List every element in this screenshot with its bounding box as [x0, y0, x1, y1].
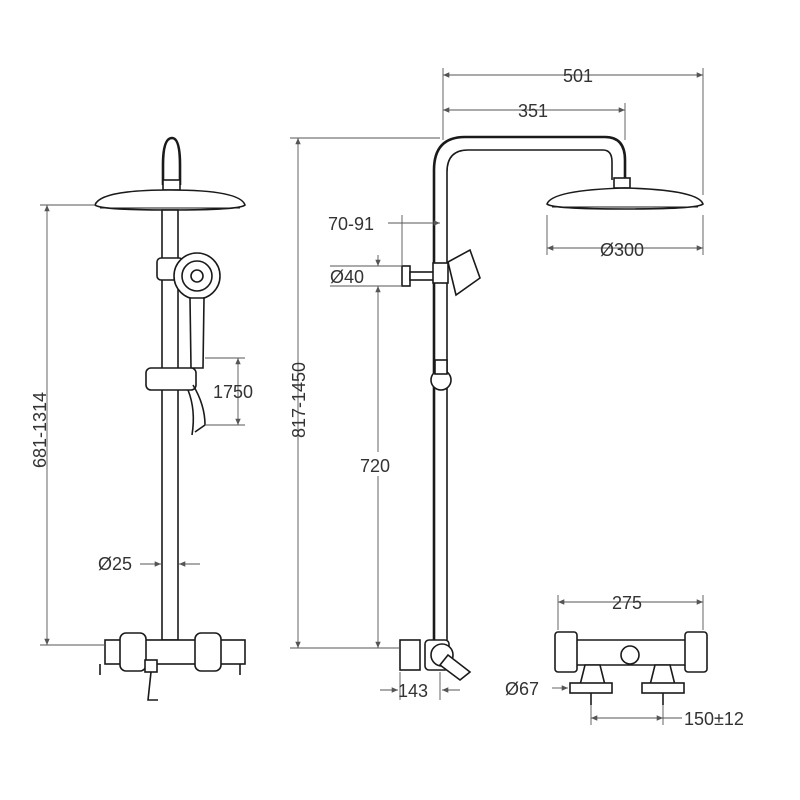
mixer-dimensions: 275 Ø67 150±12 [505, 593, 744, 729]
dim-wall-offset: 70-91 [328, 214, 374, 234]
side-view [399, 135, 704, 682]
dim-mixer-depth: 143 [398, 681, 428, 701]
bracket-clamp [432, 262, 449, 284]
shower-head-front [94, 189, 246, 211]
mixer-outlet [144, 659, 158, 673]
dim-connector-diameter: Ø67 [505, 679, 539, 699]
mixer-knob-left [119, 632, 147, 672]
dim-height-side: 817-1450 [289, 362, 309, 438]
inlet-left [578, 664, 607, 686]
front-dimensions: 681-1314 1750 Ø25 [30, 204, 253, 646]
handshower-side [447, 248, 481, 297]
connector-left [569, 682, 613, 694]
shower-arm-inner [446, 149, 613, 640]
head-connector [162, 179, 181, 191]
head-connector-side [613, 177, 631, 189]
mixer-detail [554, 631, 708, 705]
dim-hose-length: 1750 [213, 382, 253, 402]
handshower-face [173, 252, 221, 300]
dim-bracket-height: 720 [360, 456, 390, 476]
outlet-side [438, 653, 472, 682]
shower-arm-outer [432, 135, 627, 640]
front-view [94, 136, 246, 701]
outlet-hose [147, 671, 158, 701]
inlet-right [648, 664, 677, 686]
handshower-handle [189, 297, 205, 369]
dim-mixer-width: 275 [612, 593, 642, 613]
dim-inlet-spacing: 150±12 [684, 709, 744, 729]
gooseneck-arm [161, 136, 182, 185]
dim-overall-width: 501 [563, 66, 593, 86]
dim-head-diameter: Ø300 [600, 240, 644, 260]
wall-connector-side [399, 639, 421, 671]
slider [145, 367, 197, 391]
wall-bracket-arm [409, 271, 435, 281]
dim-pipe-diameter: Ø25 [98, 554, 132, 574]
mixer-knob-right [194, 632, 222, 672]
connector-right [641, 682, 685, 694]
dim-bracket-diameter: Ø40 [330, 267, 364, 287]
side-dimensions: 501 351 Ø300 70-91 Ø40 817-1450 720 143 [289, 66, 704, 701]
dim-arm-reach: 351 [518, 101, 548, 121]
shower-head-side [546, 187, 704, 210]
hose [187, 384, 206, 436]
dim-height-front: 681-1314 [30, 392, 50, 468]
wall-bracket-plate [401, 265, 411, 287]
